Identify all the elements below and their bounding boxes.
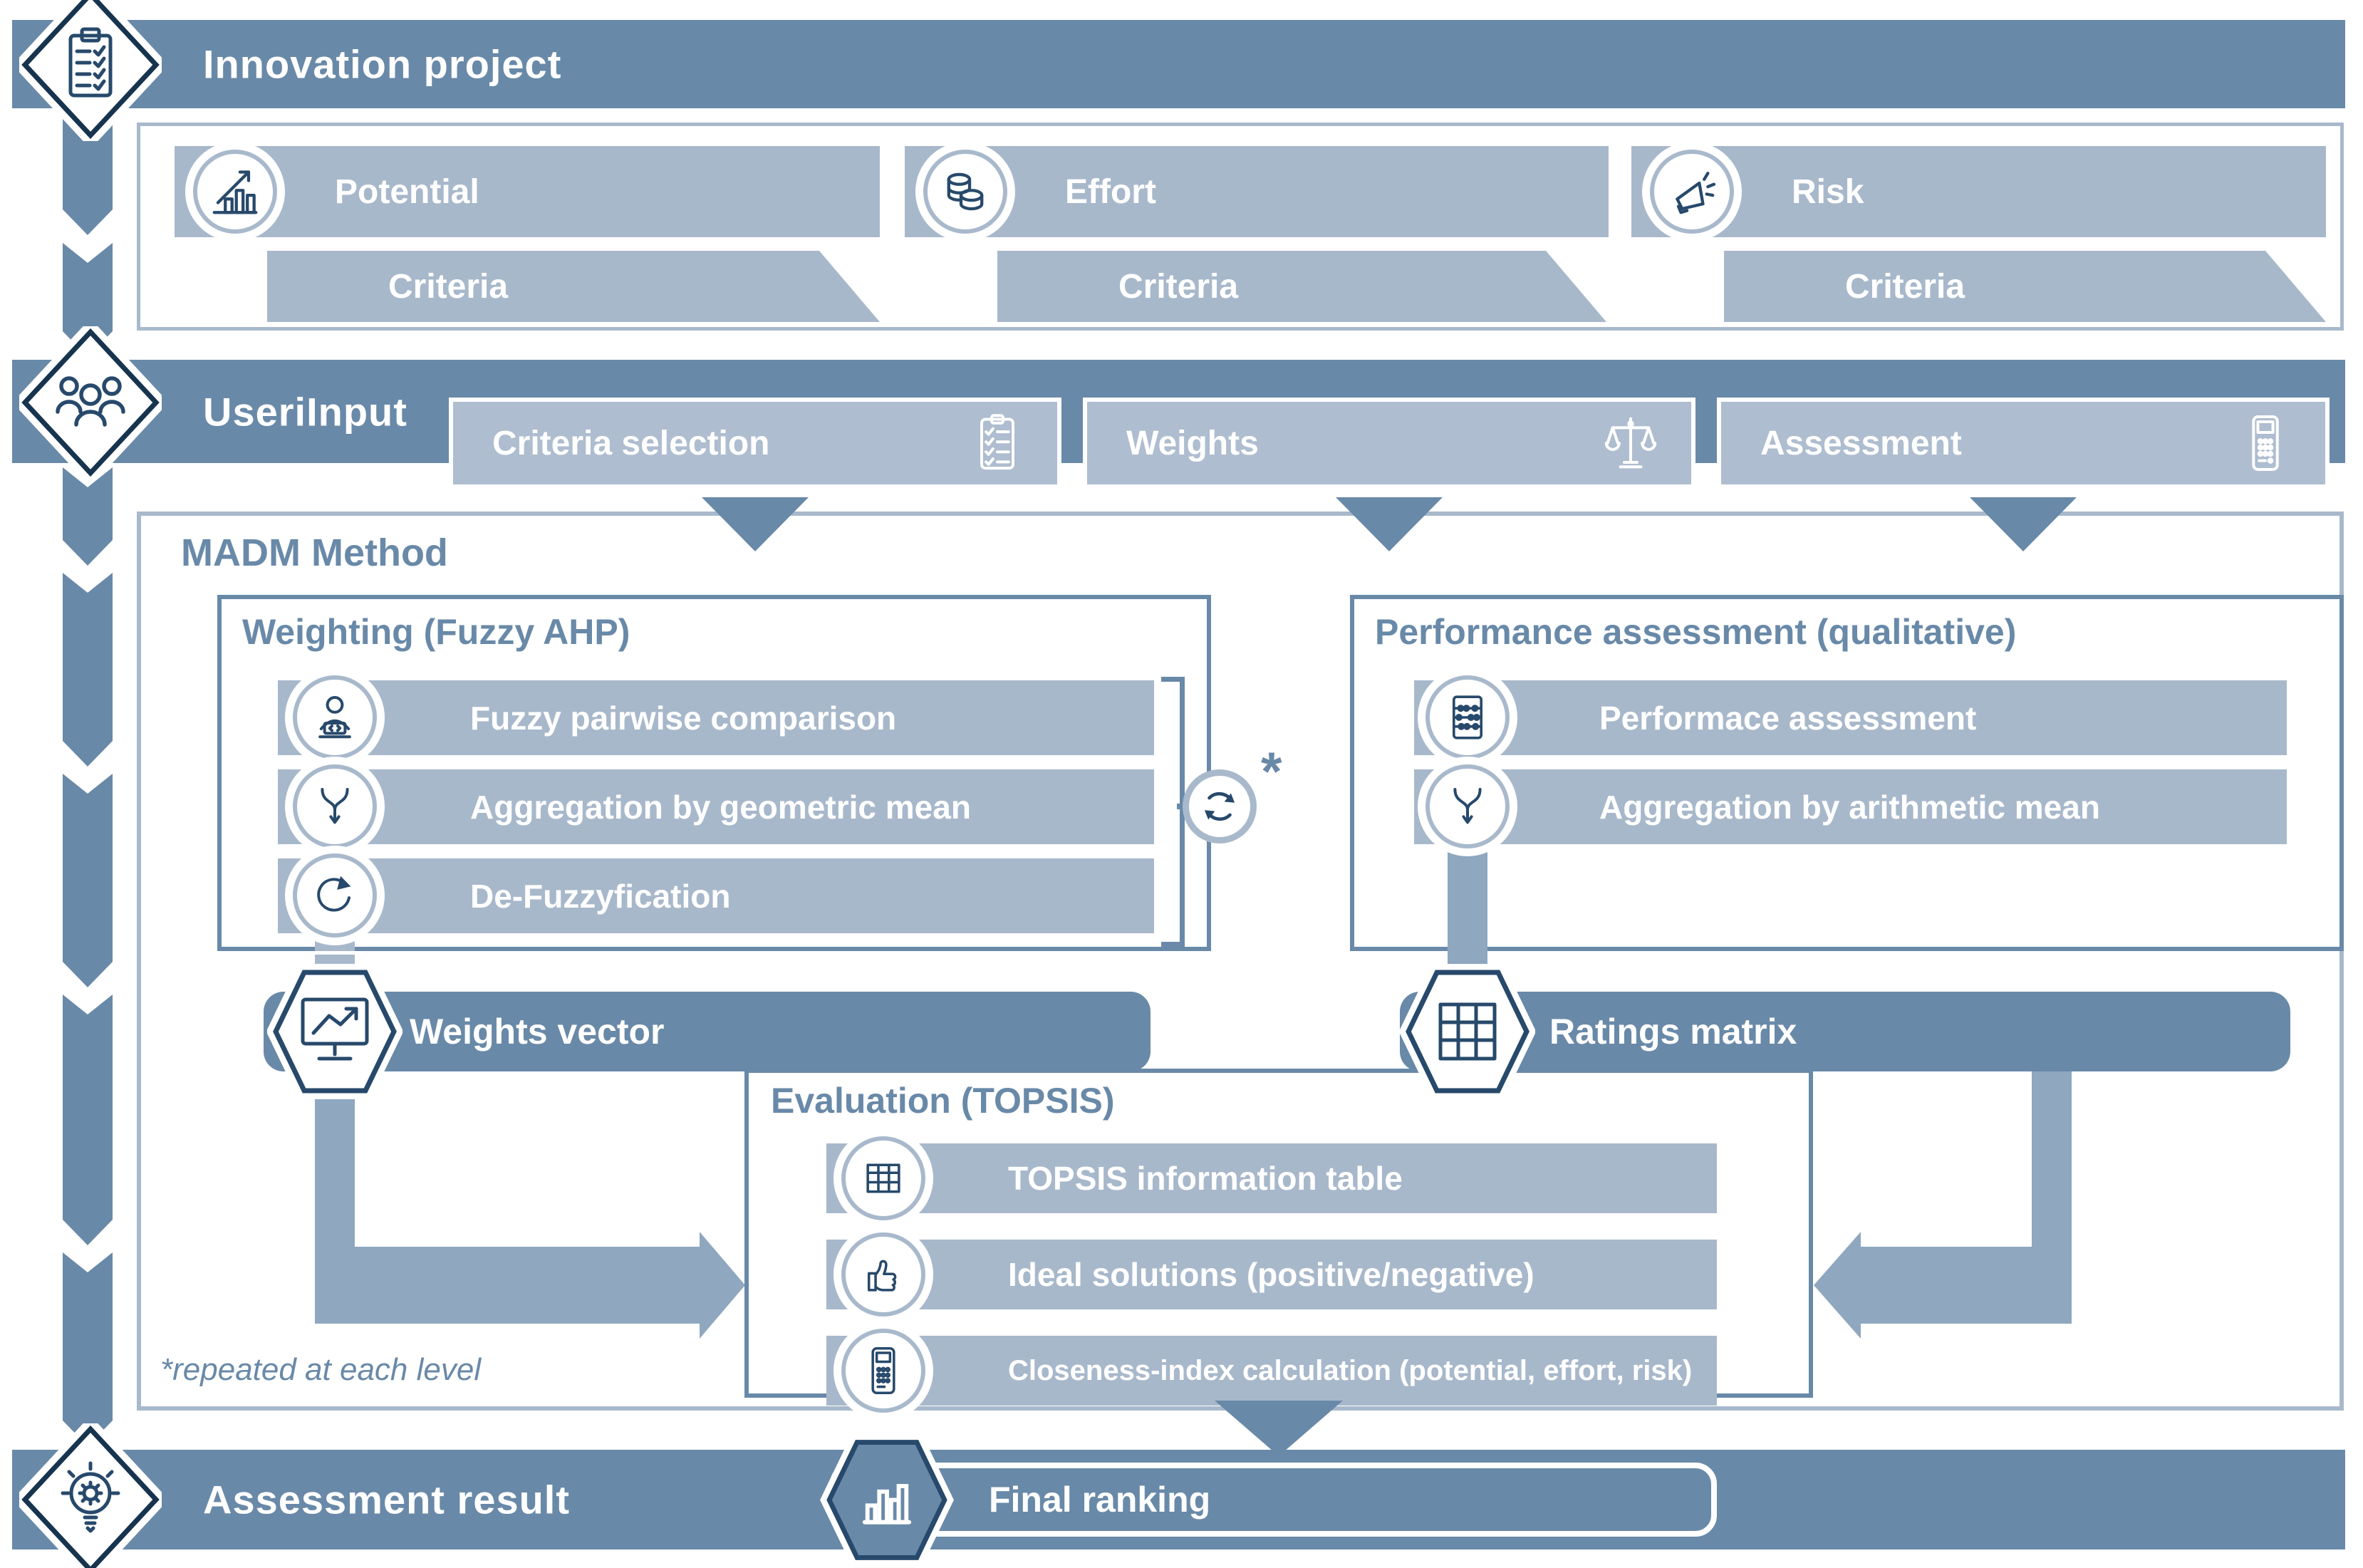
criteria-selection-label: Criteria selection bbox=[492, 424, 770, 462]
assessment-label: Assessment bbox=[1760, 424, 1962, 462]
footnote: *repeated at each level bbox=[160, 1352, 482, 1387]
bar-chart-growth-icon bbox=[193, 150, 277, 234]
final-ranking-label: Final ranking bbox=[989, 1480, 1211, 1520]
criteria-label: Criteria bbox=[1845, 267, 1965, 306]
weights-vector-bar: Weights vector bbox=[264, 992, 1151, 1071]
flow-arrow-down bbox=[63, 995, 113, 1245]
user-input-label: UseriInput bbox=[203, 389, 407, 434]
fuzzy-pairwise-label: Fuzzy pairwise comparison bbox=[470, 699, 897, 737]
performace-assessment-label: Performace assessment bbox=[1599, 699, 1977, 737]
monitor-chart-icon bbox=[267, 964, 403, 1099]
calculator-icon bbox=[2252, 415, 2279, 471]
weights-vector-label: Weights vector bbox=[410, 1012, 665, 1052]
evaluation-title: Evaluation (TOPSIS) bbox=[771, 1081, 1115, 1121]
ideal-solutions-label: Ideal solutions (positive/negative) bbox=[1008, 1256, 1534, 1293]
criteria-label: Criteria bbox=[388, 267, 509, 306]
weights-label: Weights bbox=[1126, 424, 1259, 462]
effort-bar: Effort bbox=[905, 146, 1609, 237]
calculator-icon bbox=[841, 1329, 925, 1413]
flow-arrow-down bbox=[63, 573, 113, 767]
arrow-down-icon bbox=[1215, 1401, 1343, 1456]
clipboard-check-icon bbox=[19, 0, 162, 141]
ideal-solutions-row: Ideal solutions (positive/negative) bbox=[826, 1240, 1717, 1309]
ratings-matrix-label: Ratings matrix bbox=[1549, 1012, 1797, 1052]
potential-label: Potential bbox=[335, 172, 479, 211]
table-icon bbox=[841, 1136, 925, 1220]
assessment-result-label: Assessment result bbox=[203, 1477, 571, 1522]
closeness-index-row: Closeness-index calculation (potential, … bbox=[826, 1336, 1717, 1406]
innovation-project-band: Innovation project bbox=[12, 20, 2345, 108]
performace-assessment-row: Performace assessment bbox=[1414, 680, 2287, 755]
defuzzyfication-label: De-Fuzzyfication bbox=[470, 877, 731, 915]
merge-icon bbox=[293, 764, 377, 848]
repeat-bracket bbox=[1161, 677, 1185, 947]
topsis-table-row: TOPSIS information table bbox=[826, 1143, 1717, 1213]
merge-icon bbox=[1425, 764, 1510, 848]
loop-icon bbox=[1183, 769, 1257, 843]
weights-vector-connector bbox=[315, 1247, 700, 1324]
innovation-project-label: Innovation project bbox=[203, 41, 562, 87]
repeat-asterisk: * bbox=[1261, 742, 1282, 802]
risk-label: Risk bbox=[1792, 172, 1864, 211]
assessment-box: Assessment bbox=[1717, 398, 2330, 489]
flow-arrow-down bbox=[63, 1252, 113, 1446]
people-group-icon bbox=[19, 326, 162, 479]
risk-criteria-banner: Criteria bbox=[1724, 251, 2326, 322]
bar-chart-icon bbox=[820, 1433, 954, 1567]
final-ranking-box: Final ranking bbox=[830, 1463, 1717, 1537]
checklist-icon bbox=[980, 414, 1014, 470]
person-laptop-icon bbox=[293, 675, 377, 759]
bulb-gear-icon bbox=[19, 1423, 162, 1568]
arithmetic-mean-label: Aggregation by arithmetic mean bbox=[1599, 788, 2100, 826]
defuzzyfication-row: De-Fuzzyfication bbox=[278, 858, 1154, 933]
abacus-icon bbox=[1425, 675, 1510, 759]
ratings-matrix-bar: Ratings matrix bbox=[1400, 992, 2290, 1071]
geometric-mean-label: Aggregation by geometric mean bbox=[470, 788, 971, 826]
thumbs-up-icon bbox=[841, 1232, 925, 1317]
arithmetic-mean-row: Aggregation by arithmetic mean bbox=[1414, 769, 2287, 844]
effort-label: Effort bbox=[1065, 172, 1156, 211]
potential-bar: Potential bbox=[175, 146, 880, 237]
coins-icon bbox=[923, 150, 1007, 234]
ratings-matrix-connector bbox=[1861, 1247, 2072, 1324]
flow-arrow-down bbox=[63, 467, 113, 566]
potential-criteria-banner: Criteria bbox=[267, 251, 880, 322]
performance-assessment-box bbox=[1350, 595, 2344, 951]
topsis-table-label: TOPSIS information table bbox=[1008, 1160, 1403, 1197]
criteria-selection-box: Criteria selection bbox=[449, 398, 1061, 489]
fuzzy-pairwise-row: Fuzzy pairwise comparison bbox=[278, 680, 1154, 755]
effort-criteria-banner: Criteria bbox=[997, 251, 1606, 322]
flow-arrow-down bbox=[63, 774, 113, 987]
grid-icon bbox=[1400, 964, 1535, 1099]
closeness-index-label: Closeness-index calculation (potential, … bbox=[1008, 1354, 1693, 1386]
rotate-icon bbox=[293, 853, 377, 938]
criteria-container: Potential Criteria Effort Criteria bbox=[137, 123, 2344, 331]
madm-method-title: MADM Method bbox=[181, 531, 448, 574]
criteria-label: Criteria bbox=[1118, 267, 1239, 306]
megaphone-icon bbox=[1650, 150, 1734, 234]
balance-scale-icon bbox=[1604, 417, 1657, 469]
weighting-title: Weighting (Fuzzy AHP) bbox=[242, 612, 630, 652]
weights-box: Weights bbox=[1083, 398, 1695, 489]
performance-title: Performance assessment (qualitative) bbox=[1375, 612, 2017, 652]
risk-bar: Risk bbox=[1631, 146, 2326, 237]
geometric-mean-row: Aggregation by geometric mean bbox=[278, 769, 1154, 844]
